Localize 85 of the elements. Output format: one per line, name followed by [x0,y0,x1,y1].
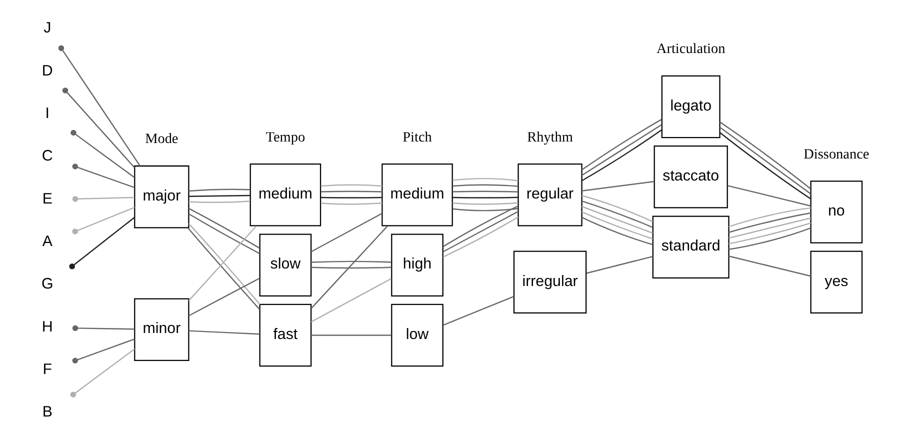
node-box: legato [661,75,720,138]
connector [69,216,135,270]
connector [320,196,382,198]
connector [188,188,250,192]
connector [452,208,518,212]
connector [728,222,811,244]
connector [72,164,135,188]
label: Pitch [402,129,432,146]
connector [310,212,382,252]
node-box: low [391,304,444,367]
connector [62,88,135,168]
node-text: F [42,360,52,378]
connector [442,205,519,248]
connector [581,124,662,176]
connector [452,190,518,192]
node-text: J [44,20,52,37]
connector [582,211,653,240]
connector [311,266,392,269]
connector [320,184,382,187]
connector [728,212,811,233]
connector [582,195,653,222]
node-text: D [42,62,53,80]
node-text: C [42,148,53,165]
connector [452,184,518,187]
connector [728,227,812,250]
connector [188,194,250,198]
connector [728,256,811,277]
connector [311,260,392,263]
label: Articulation [656,41,726,58]
label: Tempo [266,129,306,146]
connector [442,296,514,326]
connector [452,196,518,198]
connector [58,45,141,166]
connector [72,338,135,364]
node-box: standard [652,216,730,278]
node-text: G [42,276,54,293]
connector [728,217,811,239]
connector [728,185,811,206]
label: Rhythm [527,129,573,146]
connector [72,325,135,332]
node-text: B [42,404,52,421]
connector [581,118,662,170]
connector [452,202,518,205]
connector [452,178,518,182]
label: Dissonance [804,146,870,162]
node-text: H [42,318,53,336]
connector [188,213,260,254]
connector [586,256,653,274]
connector [442,216,519,258]
connector [310,278,392,322]
connector [72,196,135,202]
node-box: yes [810,250,863,314]
connector [188,330,260,335]
connector [70,130,135,178]
connector [311,334,392,336]
node-text: A [42,232,52,250]
connector [582,206,653,234]
node-box: fast [259,304,312,367]
node-box: medium [382,164,453,226]
node-box: major [134,165,190,228]
node-box: minor [134,298,190,361]
connector [582,216,653,246]
connector [188,208,260,249]
node-box: high [391,234,444,296]
connector [728,207,811,228]
connector [310,226,388,309]
connector [320,190,382,192]
connector [582,180,654,192]
node-box: regular [518,164,582,226]
node-box: irregular [513,250,587,314]
connector [72,206,135,234]
label: Mode [145,131,178,148]
node-box: slow [259,234,312,296]
connector [442,210,519,252]
connector [582,130,662,182]
node-box: medium [250,164,322,226]
connector [320,202,382,205]
node-box: no [810,180,863,244]
connector [188,200,250,203]
connector [188,278,260,316]
node-text: E [42,190,52,208]
connector [70,348,135,398]
connector [582,200,653,228]
node-box: staccato [654,146,728,208]
node-text: I [45,104,50,122]
